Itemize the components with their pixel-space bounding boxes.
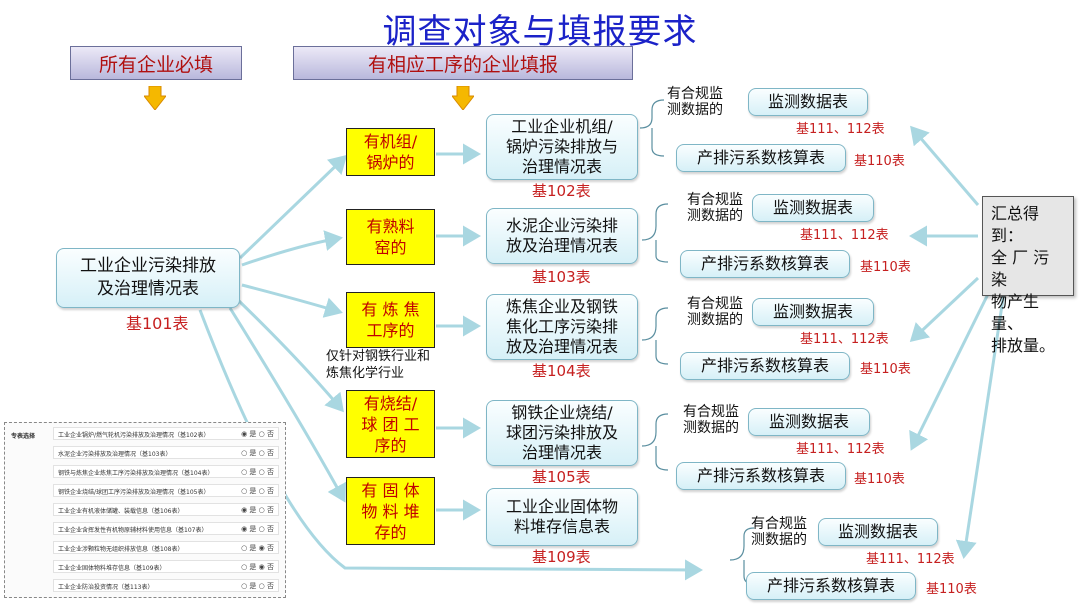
page-title: 调查对象与填报要求: [382, 12, 698, 52]
form-option-row[interactable]: 钢铁企业烧结/球团工序污染排放及治理情况（基105表）○ 是 ○ 否: [53, 484, 279, 497]
accounting-ref: 基110表: [854, 154, 905, 169]
condition-coking: 有 炼 焦 工序的: [346, 292, 435, 348]
monitoring-qualifier: 有合规监 测数据的: [667, 86, 723, 118]
accounting-box: 产排污系数核算表: [680, 352, 850, 380]
yes-no-radio[interactable]: ○ 是 ○ 否: [241, 582, 274, 590]
form-ref-104: 基104表: [532, 362, 591, 380]
form-option-row[interactable]: 工业企业防治投资情况（基113表）○ 是 ○ 否: [53, 579, 279, 592]
arrow-root-to-boiler: [238, 154, 348, 260]
yes-no-radio[interactable]: ○ 是 ○ 否: [241, 487, 274, 495]
arrow-summary-to-b5: [955, 291, 1006, 559]
coking-scope-note: 仅针对钢铁行业和 炼焦化学行业: [326, 349, 431, 381]
bracket-4: [641, 413, 669, 471]
yes-no-radio[interactable]: ○ 是 ○ 否: [241, 468, 274, 476]
accounting-ref: 基110表: [860, 362, 911, 377]
root-form-ref: 基101表: [126, 314, 189, 333]
accounting-box: 产排污系数核算表: [676, 144, 846, 172]
monitoring-box: 监测数据表: [748, 408, 870, 436]
arrow-root-to-storage: [228, 307, 346, 503]
yes-no-radio[interactable]: ◉ 是 ○ 否: [241, 506, 274, 514]
accounting-box: 产排污系数核算表: [676, 462, 846, 490]
condition-storage: 有 固 体 物 料 堆 存的: [346, 477, 435, 545]
yes-no-radio[interactable]: ○ 是 ◉ 否: [241, 544, 274, 552]
form-ref-109: 基109表: [532, 548, 591, 566]
monitoring-ref: 基111、112表: [800, 228, 889, 243]
bracket-3: [641, 307, 669, 365]
form-selection-panel: 专表选择 工业企业锅炉/燃气轮机污染排放及治理情况（基102表）◉ 是 ○ 否 …: [4, 422, 286, 598]
form-option-row[interactable]: 水泥企业污染排放及治理情况（基103表）○ 是 ○ 否: [53, 446, 279, 459]
form-option-row[interactable]: 工业企业含挥发性有机物原辅材料使用信息（基107表）◉ 是 ○ 否: [53, 522, 279, 535]
monitoring-ref: 基111、112表: [800, 332, 889, 347]
yes-no-radio[interactable]: ◉ 是 ○ 否: [241, 525, 274, 533]
yes-no-radio[interactable]: ○ 是 ○ 否: [241, 449, 274, 457]
accounting-ref: 基110表: [854, 472, 905, 487]
arrow-summary-to-b4: [909, 289, 992, 451]
header-all-enterprises: 所有企业必填: [70, 46, 242, 80]
monitoring-ref: 基111、112表: [796, 122, 885, 137]
down-arrow-icon: [452, 86, 474, 110]
form-box-105: 钢铁企业烧结/ 球团污染排放及 治理情况表: [486, 400, 638, 466]
accounting-box: 产排污系数核算表: [680, 250, 850, 278]
bracket-2: [641, 203, 669, 263]
root-form-box: 工业企业污染排放 及治理情况表: [56, 248, 240, 308]
yes-no-radio[interactable]: ○ 是 ◉ 否: [241, 563, 274, 571]
form-option-row[interactable]: 工业企业有机液体储罐、装载信息（基106表）◉ 是 ○ 否: [53, 503, 279, 516]
form-option-row[interactable]: 工业企业涉颗粒物无组织排放信息（基108表）○ 是 ◉ 否: [53, 541, 279, 554]
accounting-ref: 基110表: [926, 582, 977, 597]
form-box-109: 工业企业固体物 料堆存信息表: [486, 488, 638, 546]
monitoring-box: 监测数据表: [752, 194, 874, 222]
form-selection-label: 专表选择: [11, 433, 36, 440]
bracket-1: [639, 99, 665, 157]
monitoring-qualifier: 有合规监 测数据的: [687, 192, 743, 224]
summary-box: 汇总得到： 全 厂 污 染 物产生量、 排放量。: [982, 196, 1074, 355]
monitoring-qualifier: 有合规监 测数据的: [687, 296, 743, 328]
condition-kiln: 有熟料 窑的: [346, 209, 435, 265]
monitoring-box: 监测数据表: [818, 518, 938, 546]
arrow-root-to-kiln: [241, 230, 343, 267]
arrow-root-to-sinter: [236, 298, 344, 413]
monitoring-box: 监测数据表: [752, 298, 874, 326]
form-option-row[interactable]: 工业企业固体物料堆存信息（基109表）○ 是 ◉ 否: [53, 560, 279, 573]
form-ref-102: 基102表: [532, 182, 591, 200]
monitoring-qualifier: 有合规监 测数据的: [683, 404, 739, 436]
form-box-103: 水泥企业污染排 放及治理情况表: [486, 208, 638, 264]
monitoring-ref: 基111、112表: [866, 552, 955, 567]
header-conditional: 有相应工序的企业填报: [293, 46, 633, 80]
yes-no-radio[interactable]: ◉ 是 ○ 否: [241, 430, 274, 438]
condition-boiler: 有机组/ 锅炉的: [346, 128, 435, 176]
arrow-root-to-coking: [241, 283, 343, 318]
accounting-ref: 基110表: [860, 260, 911, 275]
arrow-summary-to-b1: [910, 125, 980, 206]
monitoring-qualifier: 有合规监 测数据的: [751, 516, 807, 548]
monitoring-ref: 基111、112表: [796, 442, 885, 457]
form-box-104: 炼焦企业及钢铁 焦化工序污染排 放及治理情况表: [486, 294, 638, 360]
form-option-row[interactable]: 工业企业锅炉/燃气轮机污染排放及治理情况（基102表）◉ 是 ○ 否: [53, 427, 279, 440]
form-ref-105: 基105表: [532, 468, 591, 486]
down-arrow-icon: [144, 86, 166, 110]
monitoring-box: 监测数据表: [748, 88, 868, 116]
arrow-summary-to-b3: [909, 276, 980, 343]
form-option-row[interactable]: 钢铁与炼焦企业炼焦工序污染排放及治理情况（基104表）○ 是 ○ 否: [53, 465, 279, 478]
condition-sinter: 有烧结/ 球 团 工 序的: [346, 390, 435, 458]
form-box-102: 工业企业机组/ 锅炉污染排放与 治理情况表: [486, 114, 638, 180]
form-ref-103: 基103表: [532, 268, 591, 286]
accounting-box: 产排污系数核算表: [746, 572, 916, 600]
